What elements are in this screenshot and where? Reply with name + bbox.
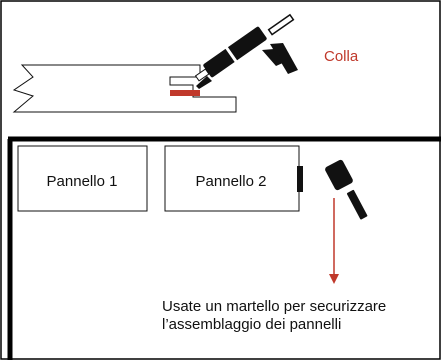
panel-2 xyxy=(164,145,300,212)
panel-1-label: Pannello 1 xyxy=(46,173,118,190)
hammer-caption: Usate un martello per securizzare l’asse… xyxy=(162,298,386,334)
caulk-gun-icon xyxy=(194,13,298,89)
glue-label: Colla xyxy=(324,48,359,65)
caption-line-1: Usate un martello per securizzare xyxy=(162,298,387,315)
panel-2-label: Pannello 2 xyxy=(195,173,267,190)
glue-bead xyxy=(170,90,200,96)
caption-line-2: l’assemblaggio dei pannelli xyxy=(162,316,342,333)
panel-1 xyxy=(17,145,148,212)
arrow-down-icon xyxy=(329,198,339,284)
panel-2-edge-block xyxy=(297,166,303,192)
hammer-icon xyxy=(325,159,368,220)
wood-board xyxy=(12,64,237,113)
